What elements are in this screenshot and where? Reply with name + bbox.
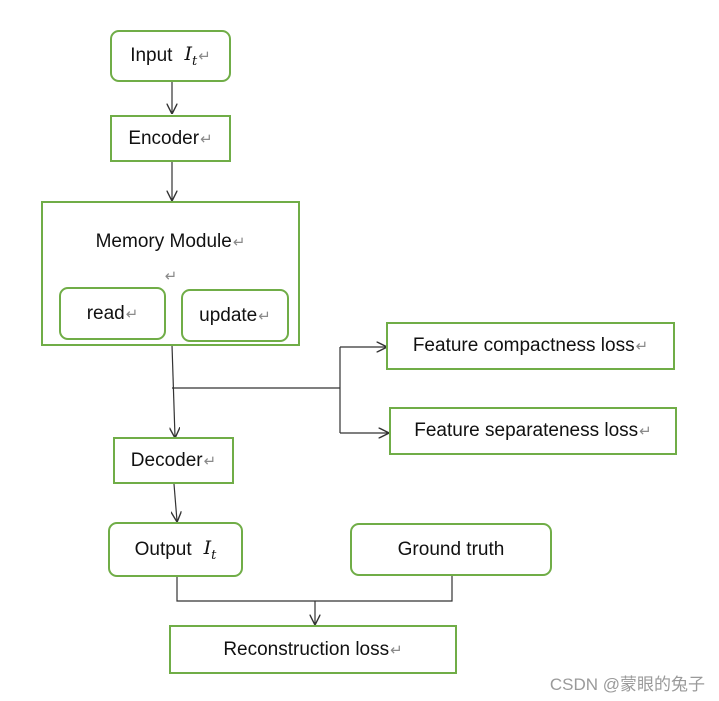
line-groundtruth-merge	[315, 576, 453, 602]
ground-truth-box: Ground truth	[350, 523, 552, 576]
input-label: Input	[130, 45, 173, 66]
return-mark: ↵	[258, 307, 271, 325]
decoder-label: Decoder	[130, 449, 203, 471]
line-output-merge	[176, 577, 315, 602]
encoder-box: Encoder ↵	[110, 115, 231, 162]
input-box: Input It ↵	[110, 30, 231, 82]
update-label: update	[199, 304, 258, 326]
return-mark: ↵	[635, 338, 649, 355]
arrow-decoder-output	[174, 483, 177, 521]
return-mark: ↵	[198, 48, 211, 65]
feature-compactness-loss-box: Feature compactness loss ↵	[386, 322, 675, 370]
memory-module-box: Memory Module↵ ↵ read ↵ update ↵	[41, 201, 300, 346]
input-variable: It	[184, 43, 198, 69]
decoder-box: Decoder ↵	[113, 437, 234, 484]
feature-compactness-loss-label: Feature compactness loss	[412, 335, 635, 356]
memory-module-return-mark: ↵	[164, 268, 178, 285]
return-mark: ↵	[203, 452, 217, 470]
output-box: Output It	[108, 522, 243, 577]
encoder-label: Encoder	[128, 127, 200, 149]
reconstruction-loss-box: Reconstruction loss ↵	[169, 625, 457, 674]
return-mark: ↵	[639, 423, 652, 440]
return-mark: ↵	[390, 641, 403, 659]
arrow-memory-decoder	[172, 344, 175, 437]
return-mark: ↵	[125, 305, 139, 323]
read-box: read ↵	[59, 287, 166, 340]
ground-truth-label: Ground truth	[397, 538, 505, 560]
output-variable: It	[203, 536, 217, 563]
read-label: read	[86, 302, 125, 324]
output-label: Output	[134, 538, 192, 560]
update-box: update ↵	[181, 289, 289, 342]
reconstruction-loss-label: Reconstruction loss	[223, 638, 390, 660]
return-mark: ↵	[200, 130, 213, 148]
memory-module-title: Memory Module↵	[95, 231, 246, 252]
feature-separateness-loss-label: Feature separateness loss	[414, 420, 639, 441]
feature-separateness-loss-box: Feature separateness loss ↵	[389, 407, 677, 455]
watermark: CSDN @蒙眼的兔子	[549, 675, 705, 694]
